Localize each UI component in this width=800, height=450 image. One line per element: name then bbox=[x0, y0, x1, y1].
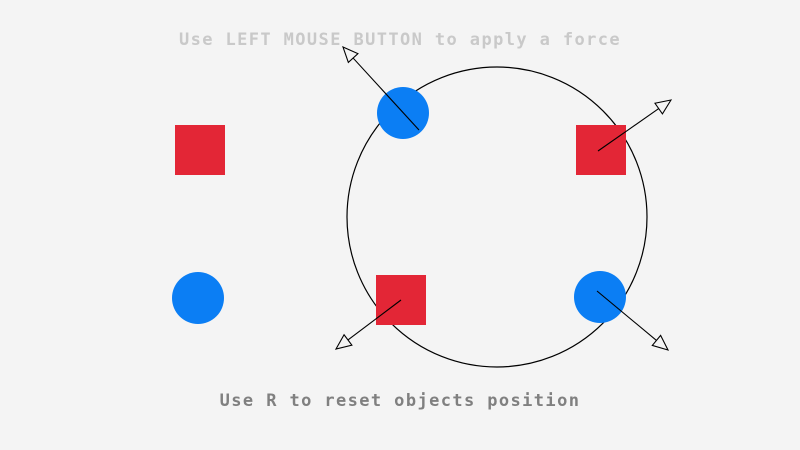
circular-boundary bbox=[346, 66, 648, 368]
hint-apply-force: Use LEFT MOUSE BUTTON to apply a force bbox=[178, 30, 622, 50]
force-box-bottom-shaft bbox=[347, 299, 402, 341]
force-vectors-group bbox=[334, 45, 673, 351]
force-ball-bottom-right-arrow bbox=[596, 290, 670, 351]
ring-group bbox=[346, 66, 648, 368]
ball-static-left[interactable] bbox=[172, 272, 224, 324]
force-ball-top-arrowhead bbox=[342, 45, 359, 64]
force-ball-bottom-right-shaft bbox=[596, 290, 657, 341]
force-box-bottom-arrow bbox=[334, 299, 402, 350]
bodies-group[interactable] bbox=[172, 87, 626, 325]
hint-reset-objects: Use R to reset objects position bbox=[219, 391, 581, 411]
box-right-ring[interactable] bbox=[576, 125, 626, 175]
force-ball-top-shaft bbox=[352, 57, 420, 131]
force-ball-top-arrow bbox=[342, 45, 420, 131]
force-box-right-arrow bbox=[597, 99, 673, 152]
force-box-right-arrowhead bbox=[654, 99, 673, 115]
ball-bottom-right-ring[interactable] bbox=[574, 271, 626, 323]
force-ball-bottom-right-arrowhead bbox=[651, 334, 670, 351]
box-static-left[interactable] bbox=[175, 125, 225, 175]
force-box-bottom-arrowhead bbox=[334, 333, 353, 350]
force-box-right-shaft bbox=[597, 108, 660, 152]
